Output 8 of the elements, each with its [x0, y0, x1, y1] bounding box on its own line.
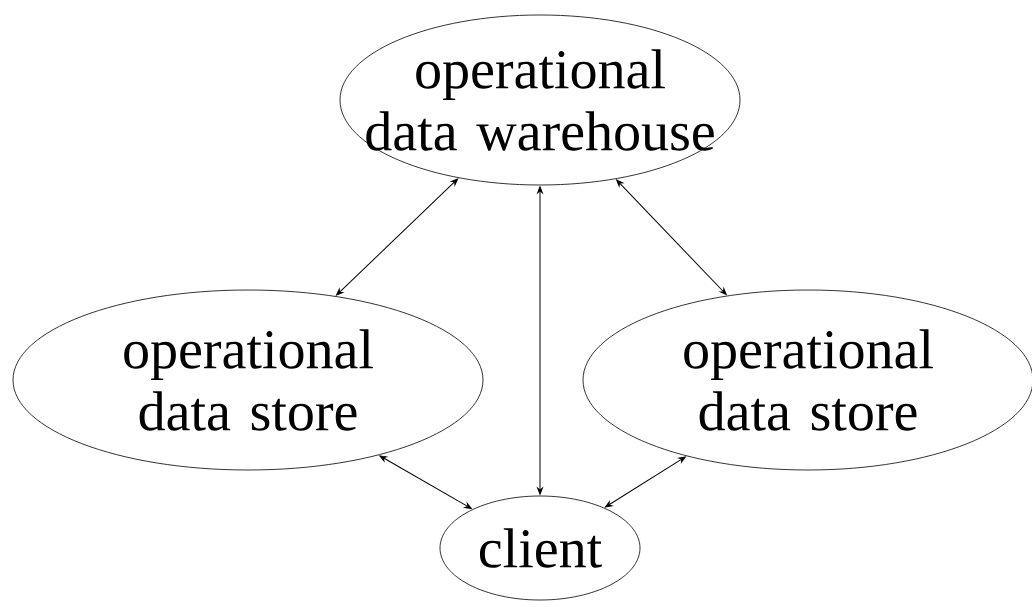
ellipse-node: operational data warehouse	[339, 14, 741, 186]
ellipse-node: operational data store	[12, 289, 484, 471]
arrow	[604, 456, 686, 508]
arrow	[379, 455, 472, 509]
arrow	[616, 179, 727, 296]
ellipse-node: client	[439, 495, 641, 601]
arrow	[336, 178, 459, 296]
arrow	[537, 186, 543, 495]
